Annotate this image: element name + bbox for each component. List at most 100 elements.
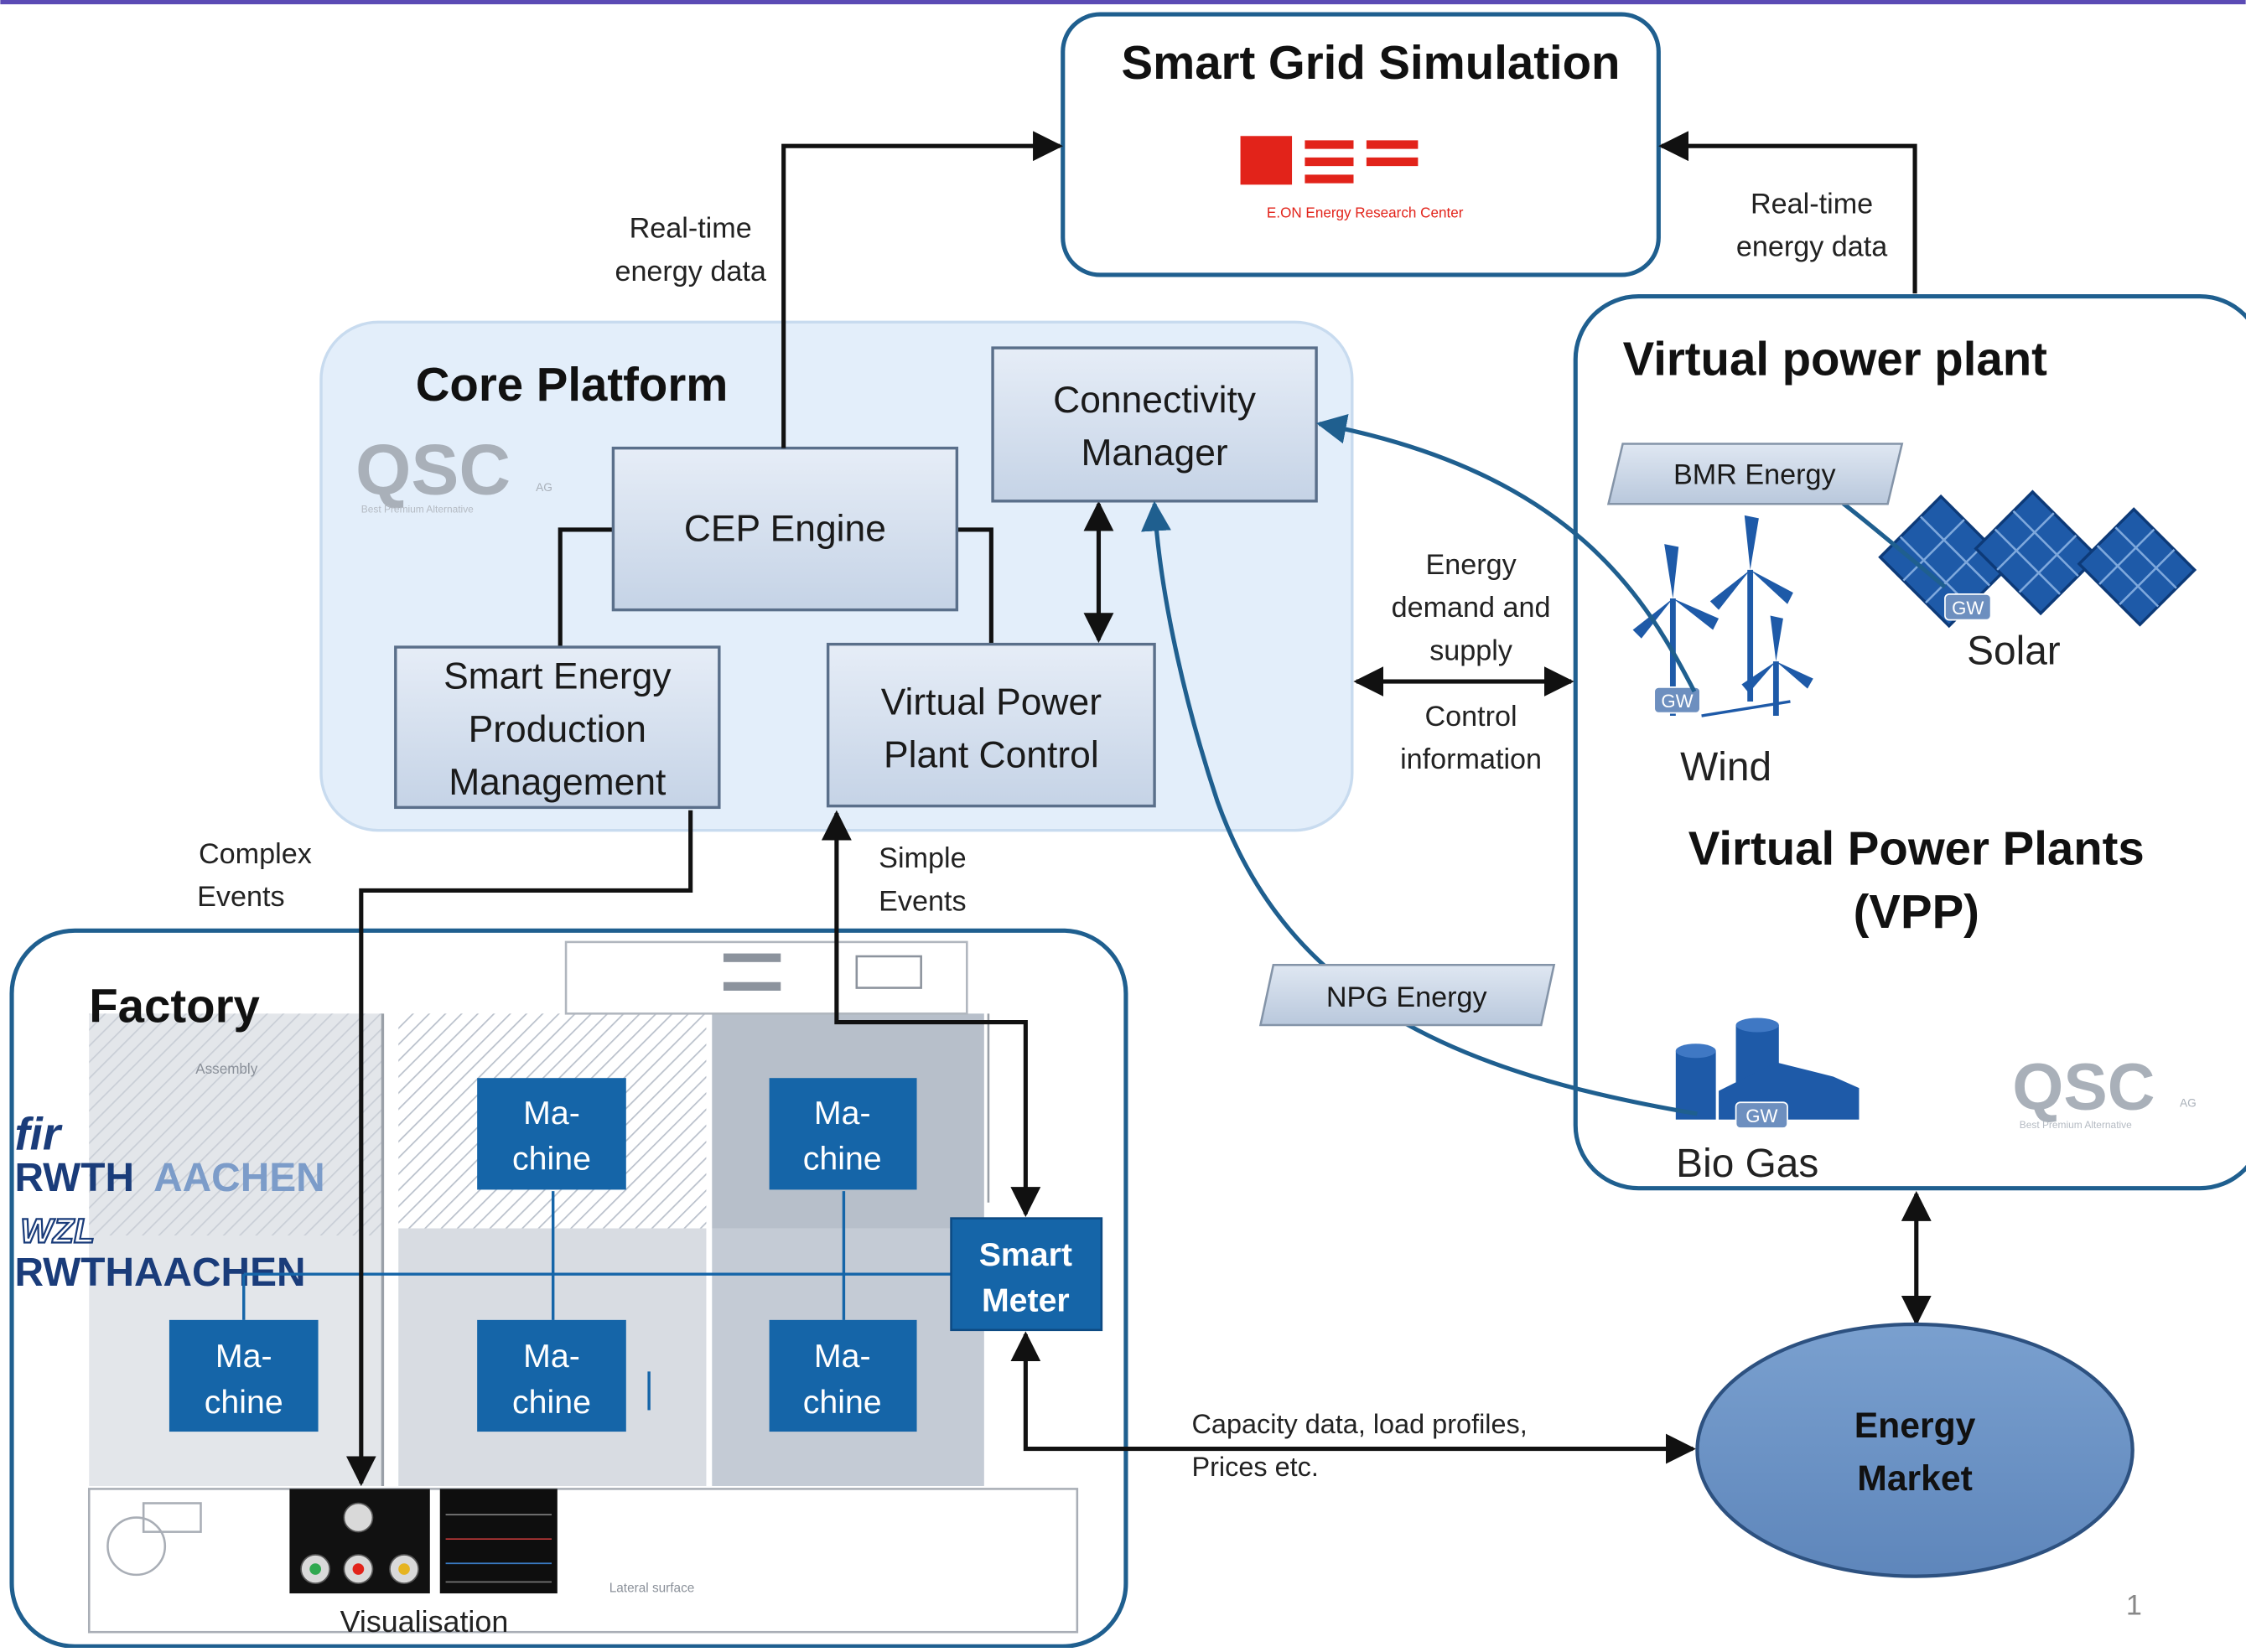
wind-turbines-icon [1632,515,1813,717]
factory-title: Factory [89,980,260,1033]
vpp-control-label-2: Plant Control [884,735,1099,776]
floor-label-lateral: Lateral surface [609,1581,695,1595]
smart-energy-label-2: Production [469,709,646,750]
energy-market-node[interactable]: Energy Market [1695,1322,2134,1578]
vpp-subtitle-1: Virtual Power Plants [1688,822,2145,875]
gw-wind-text: GW [1661,691,1693,712]
simple-events-arrow [821,810,1041,1218]
cep-to-smart-energy-line [558,527,614,648]
energy-demand-3: supply [1429,634,1513,666]
npg-energy-label: NPG Energy [1326,981,1488,1013]
rwth-text-1: RWTH [14,1156,134,1200]
machine-label-2a: Ma- [814,1095,871,1132]
eon-logo: E.ON Energy Research Center [1240,136,1464,221]
smart-meter-box[interactable]: Smart Meter [950,1217,1103,1332]
qsc-core-text: QSC [355,430,511,510]
smart-energy-box[interactable]: Smart Energy Production Management [394,645,721,810]
bio-gas-label: Bio Gas [1676,1142,1818,1186]
capacity-label-1: Capacity data, load profiles, [1191,1409,1527,1439]
smart-meter-label-1: Smart [979,1236,1072,1273]
npg-energy-tag: NPG Energy [1258,963,1556,1027]
capacity-label-2: Prices etc. [1191,1452,1318,1482]
vpp-control-label-1: Virtual Power [881,681,1102,722]
gw-biogas-text: GW [1745,1106,1777,1126]
wind-to-connectivity-arrow [1315,414,1697,693]
floor-label-assembly: Assembly [195,1061,257,1077]
wzl-rwth-logo: WZL RWTHAACHEN [14,1211,305,1295]
machine-label-5b: chine [803,1384,882,1421]
qsc-logo-core: QSC AG Best Premium Alternative [355,430,552,515]
cep-engine-label: CEP Engine [684,509,886,550]
smart-grid-title: Smart Grid Simulation [1121,36,1620,89]
machine-label-3b: chine [205,1384,283,1421]
qsc-logo-vpp: QSC AG Best Premium Alternative [2012,1050,2197,1131]
top-accent-bar [0,0,2246,5]
vpp-subtitle-2: (VPP) [1854,885,1979,938]
machine-label-1a: Ma- [523,1095,580,1132]
smart-grid-panel: Smart Grid Simulation E.ON Energy Resear… [1061,12,1661,277]
core-platform-panel: Core Platform QSC AG Best Premium Altern… [319,320,1354,832]
machine-bottom-center[interactable]: Ma- chine [477,1319,626,1432]
vpp-title: Virtual power plant [1623,333,2048,386]
connectivity-label-2: Manager [1081,432,1227,474]
gw-badge-solar: GW [1944,593,1992,621]
connectivity-label-1: Connectivity [1053,380,1257,421]
control-info-1: Control [1425,701,1517,733]
connectivity-manager-box[interactable]: Connectivity Manager [991,346,1318,503]
bmr-energy-label: BMR Energy [1673,458,1837,490]
energy-market-label-2: Market [1857,1458,1973,1499]
visualisation-screens [289,1489,558,1594]
energy-demand-1: Energy [1425,549,1517,581]
machine-label-1b: chine [512,1141,591,1178]
smart-energy-label-3: Management [449,762,667,803]
energy-demand-2: demand and [1392,592,1551,624]
machine-bottom-left[interactable]: Ma- chine [169,1319,319,1432]
simple-events-1: Simple [879,842,966,874]
eon-logo-text: E.ON Energy Research Center [1267,205,1464,221]
qsc-core-tagline: Best Premium Alternative [361,503,474,515]
realtime-right-2: energy data [1736,231,1887,263]
realtime-left-2: energy data [615,256,765,287]
vpp-control-box[interactable]: Virtual Power Plant Control [826,642,1156,808]
wind-label: Wind [1680,745,1771,790]
simple-events-2: Events [879,885,966,917]
machine-top-center[interactable]: Ma- chine [477,1078,626,1190]
machine-label-3a: Ma- [215,1338,272,1375]
gw-solar-text: GW [1952,598,1984,619]
rwthaachen-text-2: RWTHAACHEN [14,1251,305,1295]
factory-panel: Assembly Lateral surface Factory fir RWT… [9,928,1128,1649]
bmr-energy-tag: BMR Energy [1606,443,1904,505]
realtime-left-1: Real-time [630,213,752,245]
machine-label-5a: Ma- [814,1338,871,1375]
solar-panels-icon: GW [1878,489,2197,629]
control-info-2: information [1400,743,1542,775]
qsc-vpp-suffix: AG [2180,1096,2197,1109]
machine-label-4a: Ma- [523,1338,580,1375]
gw-badge-wind: GW [1653,686,1701,714]
fir-rwth-logo: fir RWTH AACHEN [14,1109,325,1201]
biogas-to-connectivity-arrow [1141,500,1698,1116]
gw-badge-biogas: GW [1735,1101,1788,1129]
machine-top-right[interactable]: Ma- chine [769,1078,917,1190]
aachen-text-1: AACHEN [153,1156,325,1200]
visualisation-label: Visualisation [340,1605,509,1639]
realtime-right-1: Real-time [1751,189,1873,220]
fir-logo-text: fir [14,1109,62,1160]
energy-market-label-1: Energy [1854,1406,1976,1446]
cep-to-smart-grid-arrow [781,131,1063,448]
solar-label: Solar [1967,629,2061,674]
qsc-vpp-tagline: Best Premium Alternative [2020,1119,2132,1131]
page-number: 1 [2126,1590,2142,1622]
cep-engine-box[interactable]: CEP Engine [611,446,959,612]
wzl-logo-text: WZL [20,1212,95,1251]
vpp-panel: Virtual power plant GW Solar [1573,294,2246,1191]
smart-energy-label-1: Smart Energy [443,656,672,697]
machine-label-4b: chine [512,1384,591,1421]
smart-meter-label-2: Meter [982,1282,1070,1319]
meter-market-arrow [1010,1331,1696,1464]
machine-bottom-right[interactable]: Ma- chine [769,1319,917,1432]
complex-events-arrow [345,810,693,1487]
complex-events-1: Complex [199,838,312,870]
vpp-to-smart-grid-arrow [1658,131,1917,294]
